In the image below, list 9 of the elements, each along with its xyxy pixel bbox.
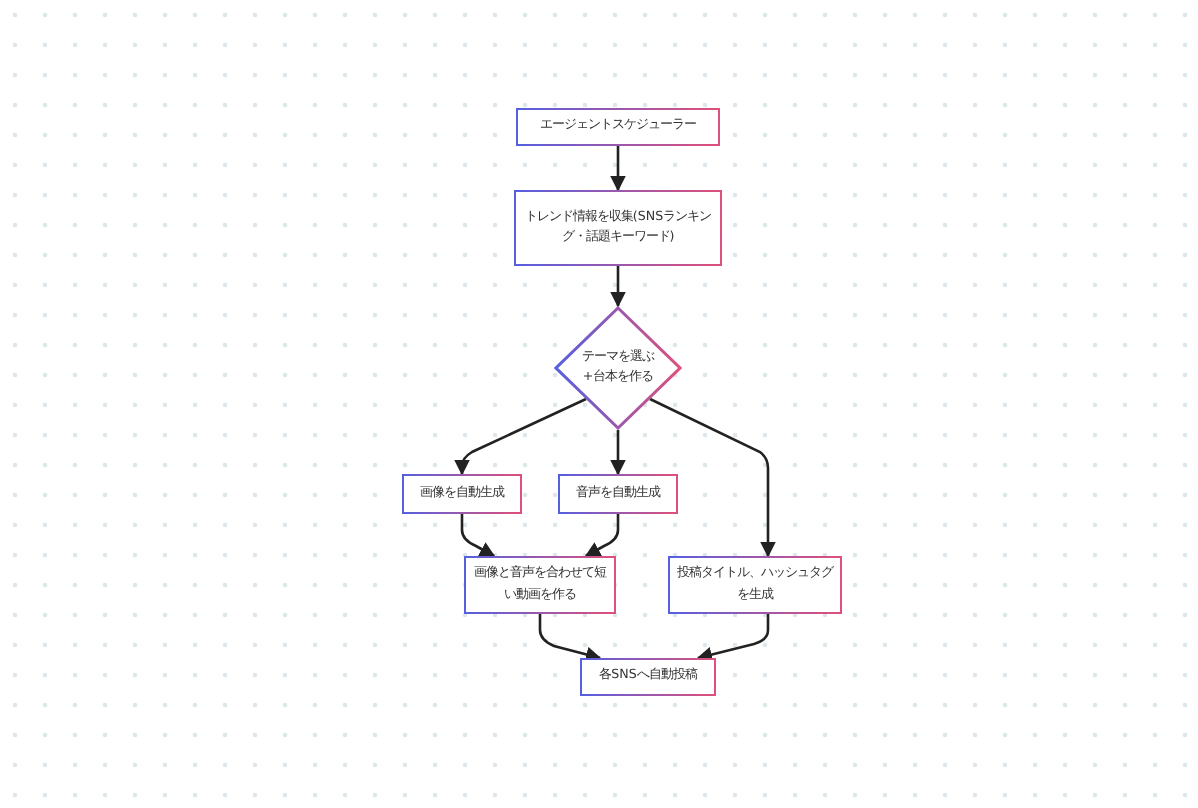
arrow xyxy=(454,397,587,476)
arrow xyxy=(696,614,770,663)
arrow xyxy=(460,514,496,558)
arrow xyxy=(538,614,602,662)
arrow xyxy=(649,397,776,558)
arrow xyxy=(584,514,620,558)
arrow xyxy=(610,146,626,192)
arrow xyxy=(610,266,626,308)
arrow xyxy=(610,430,626,476)
